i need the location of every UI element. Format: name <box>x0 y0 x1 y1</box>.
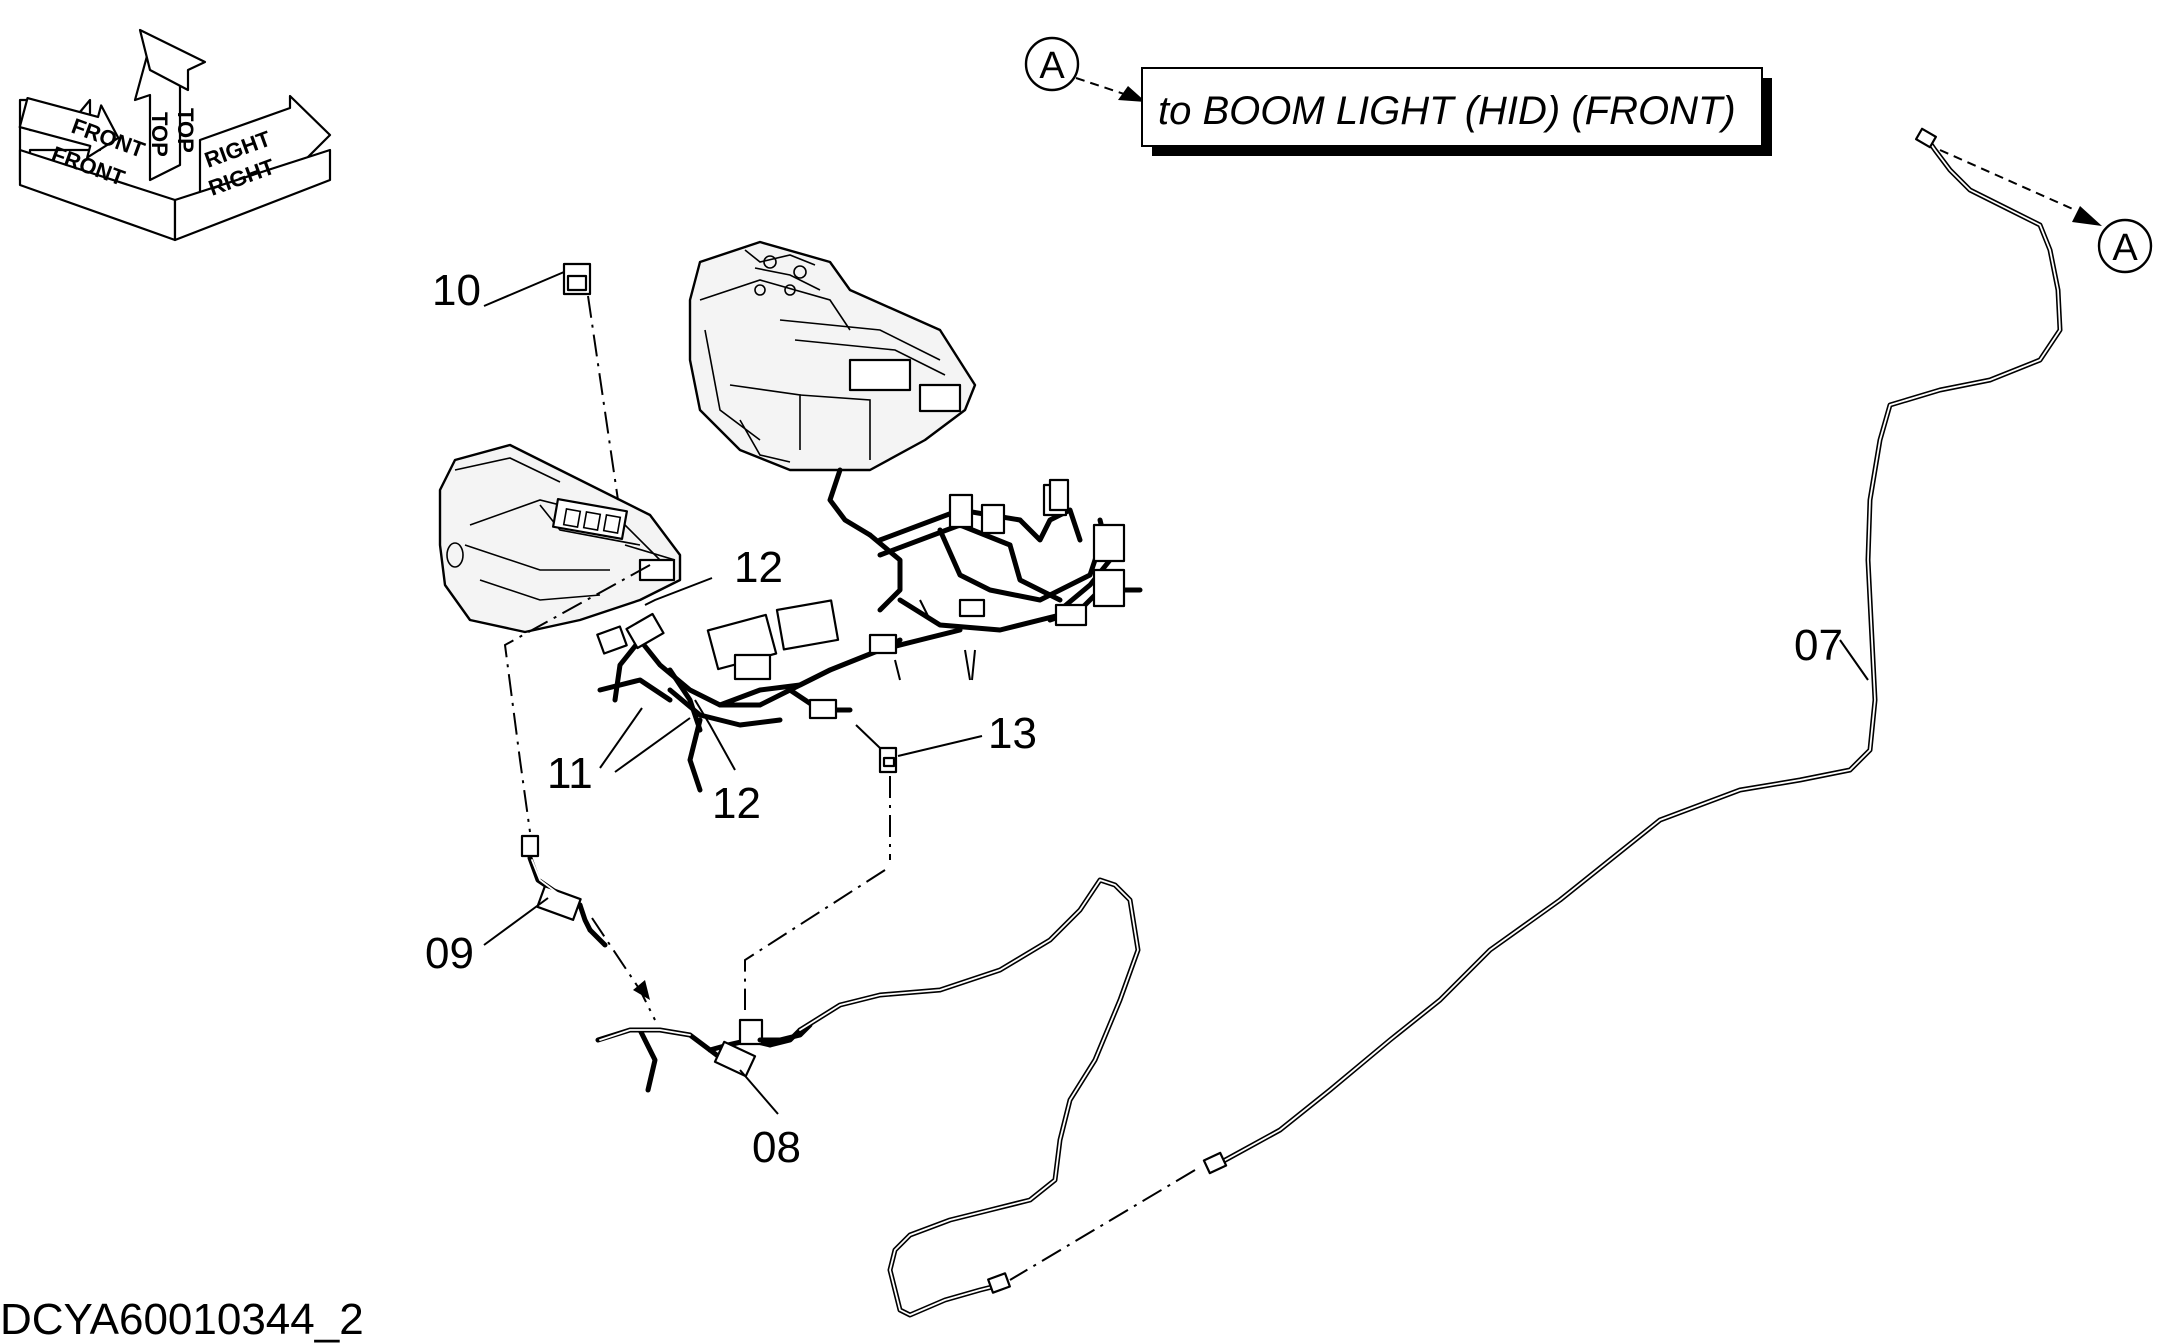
connector-ref-arrowhead <box>2072 206 2102 226</box>
part-13-connector <box>855 724 898 774</box>
note-box <box>1141 67 1763 147</box>
console-rear <box>688 240 977 472</box>
part-label-09: 09 <box>425 929 474 978</box>
part-09-harness <box>520 834 608 948</box>
callout-note: A to BOOM LIGHT (HID) (FRONT) <box>1024 36 1772 156</box>
note-text: to BOOM LIGHT (HID) (FRONT) <box>1158 89 1736 133</box>
note-leader <box>1075 77 1131 97</box>
part-07-extension-harness <box>797 877 1141 1318</box>
part-label-12-lower: 12 <box>712 779 761 828</box>
drawing-id: DCYA60010344_2 <box>0 1295 364 1344</box>
ref-letter-note: A <box>1039 45 1065 87</box>
part-label-11: 11 <box>547 749 593 798</box>
part-07-harness <box>1202 127 2063 1175</box>
leader-lines <box>483 271 1869 1115</box>
main-harness <box>596 467 1143 793</box>
part-label-10: 10 <box>432 266 481 315</box>
ref-circle-connector <box>2097 218 2153 274</box>
connector-ref-leader <box>1939 149 2076 211</box>
note-arrowhead <box>1118 86 1146 102</box>
part-08-harness <box>595 1018 813 1093</box>
part-label-12-upper: 12 <box>734 543 783 592</box>
part-label-13: 13 <box>988 709 1037 758</box>
orient-top-label: TOP <box>147 112 172 157</box>
connector-ref-a: A <box>1939 149 2153 274</box>
assembly-lines <box>503 564 1196 1281</box>
console-front <box>438 443 682 634</box>
part-label-07: 07 <box>1794 621 1843 670</box>
ref-circle-note <box>1024 36 1080 92</box>
orientation-symbol: FRONT FRONT TOP TOP RIGHT RIGHT <box>18 28 332 242</box>
part-label-08: 08 <box>752 1123 801 1172</box>
ref-letter-connector: A <box>2112 227 2138 269</box>
orient-top-label-shadow: TOP <box>173 108 198 153</box>
part-10-connector <box>562 262 619 501</box>
